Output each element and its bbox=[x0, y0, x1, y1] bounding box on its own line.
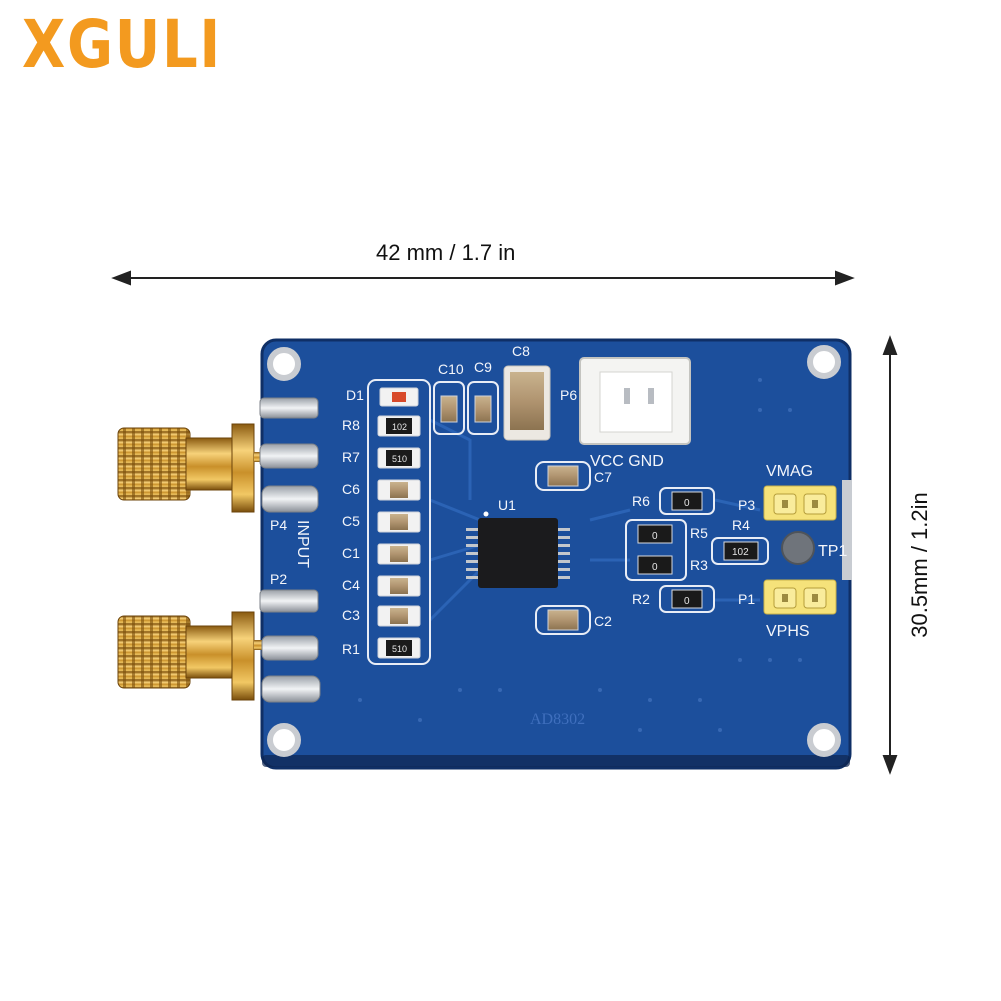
marking-r1: 510 bbox=[392, 644, 407, 654]
label-r2: R2 bbox=[632, 591, 650, 607]
label-r1: R1 bbox=[342, 641, 360, 657]
label-r4: R4 bbox=[732, 517, 750, 533]
label-r7: R7 bbox=[342, 449, 360, 465]
marking-r5: 0 bbox=[652, 531, 658, 542]
height-arrow bbox=[882, 335, 898, 775]
marking-r4: 102 bbox=[732, 547, 749, 558]
marking-r3: 0 bbox=[652, 562, 658, 573]
label-r8: R8 bbox=[342, 417, 360, 433]
label-u1: U1 bbox=[498, 497, 516, 513]
width-arrow bbox=[111, 270, 855, 286]
label-vphs: VPHS bbox=[766, 623, 810, 640]
label-p1: P1 bbox=[738, 591, 755, 607]
power-connector bbox=[579, 357, 691, 445]
label-r5: R5 bbox=[690, 525, 708, 541]
marking-r2: 0 bbox=[684, 596, 690, 607]
header-vphs bbox=[763, 579, 837, 615]
label-p3: P3 bbox=[738, 497, 755, 513]
label-c5: C5 bbox=[342, 513, 360, 529]
marking-r8: 102 bbox=[392, 422, 407, 432]
label-p6: P6 bbox=[560, 387, 577, 403]
label-vmag: VMAG bbox=[766, 463, 813, 480]
label-tp1: TP1 bbox=[818, 543, 847, 560]
sma-connector-bottom bbox=[117, 611, 304, 701]
label-board-name: AD8302 bbox=[530, 711, 585, 728]
label-c10: C10 bbox=[438, 361, 464, 377]
label-vcc-gnd: VCC GND bbox=[590, 453, 664, 470]
left-component-column bbox=[367, 379, 431, 665]
label-c6: C6 bbox=[342, 481, 360, 497]
brand-logo: XGULI bbox=[22, 6, 222, 83]
label-c9: C9 bbox=[474, 359, 492, 375]
header-vmag bbox=[763, 485, 837, 521]
label-c3: C3 bbox=[342, 607, 360, 623]
label-p2: P2 bbox=[270, 571, 287, 587]
right-resistors bbox=[625, 487, 769, 613]
label-input: INPUT bbox=[294, 520, 311, 568]
label-r6: R6 bbox=[632, 493, 650, 509]
label-c7: C7 bbox=[594, 469, 612, 485]
label-c4: C4 bbox=[342, 577, 360, 593]
label-c8: C8 bbox=[512, 343, 530, 359]
marking-r6: 0 bbox=[684, 498, 690, 509]
label-c1: C1 bbox=[342, 545, 360, 561]
mounting-holes bbox=[267, 345, 841, 757]
test-point bbox=[781, 531, 815, 565]
label-c2: C2 bbox=[594, 613, 612, 629]
top-capacitors bbox=[433, 365, 551, 441]
mid-capacitors bbox=[535, 461, 591, 635]
label-d1: D1 bbox=[346, 387, 364, 403]
width-dimension-label: 42 mm / 1.7 in bbox=[376, 240, 516, 265]
marking-r7: 510 bbox=[392, 454, 407, 464]
label-r3: R3 bbox=[690, 557, 708, 573]
ic-chip bbox=[466, 511, 570, 588]
label-p4: P4 bbox=[270, 517, 287, 533]
